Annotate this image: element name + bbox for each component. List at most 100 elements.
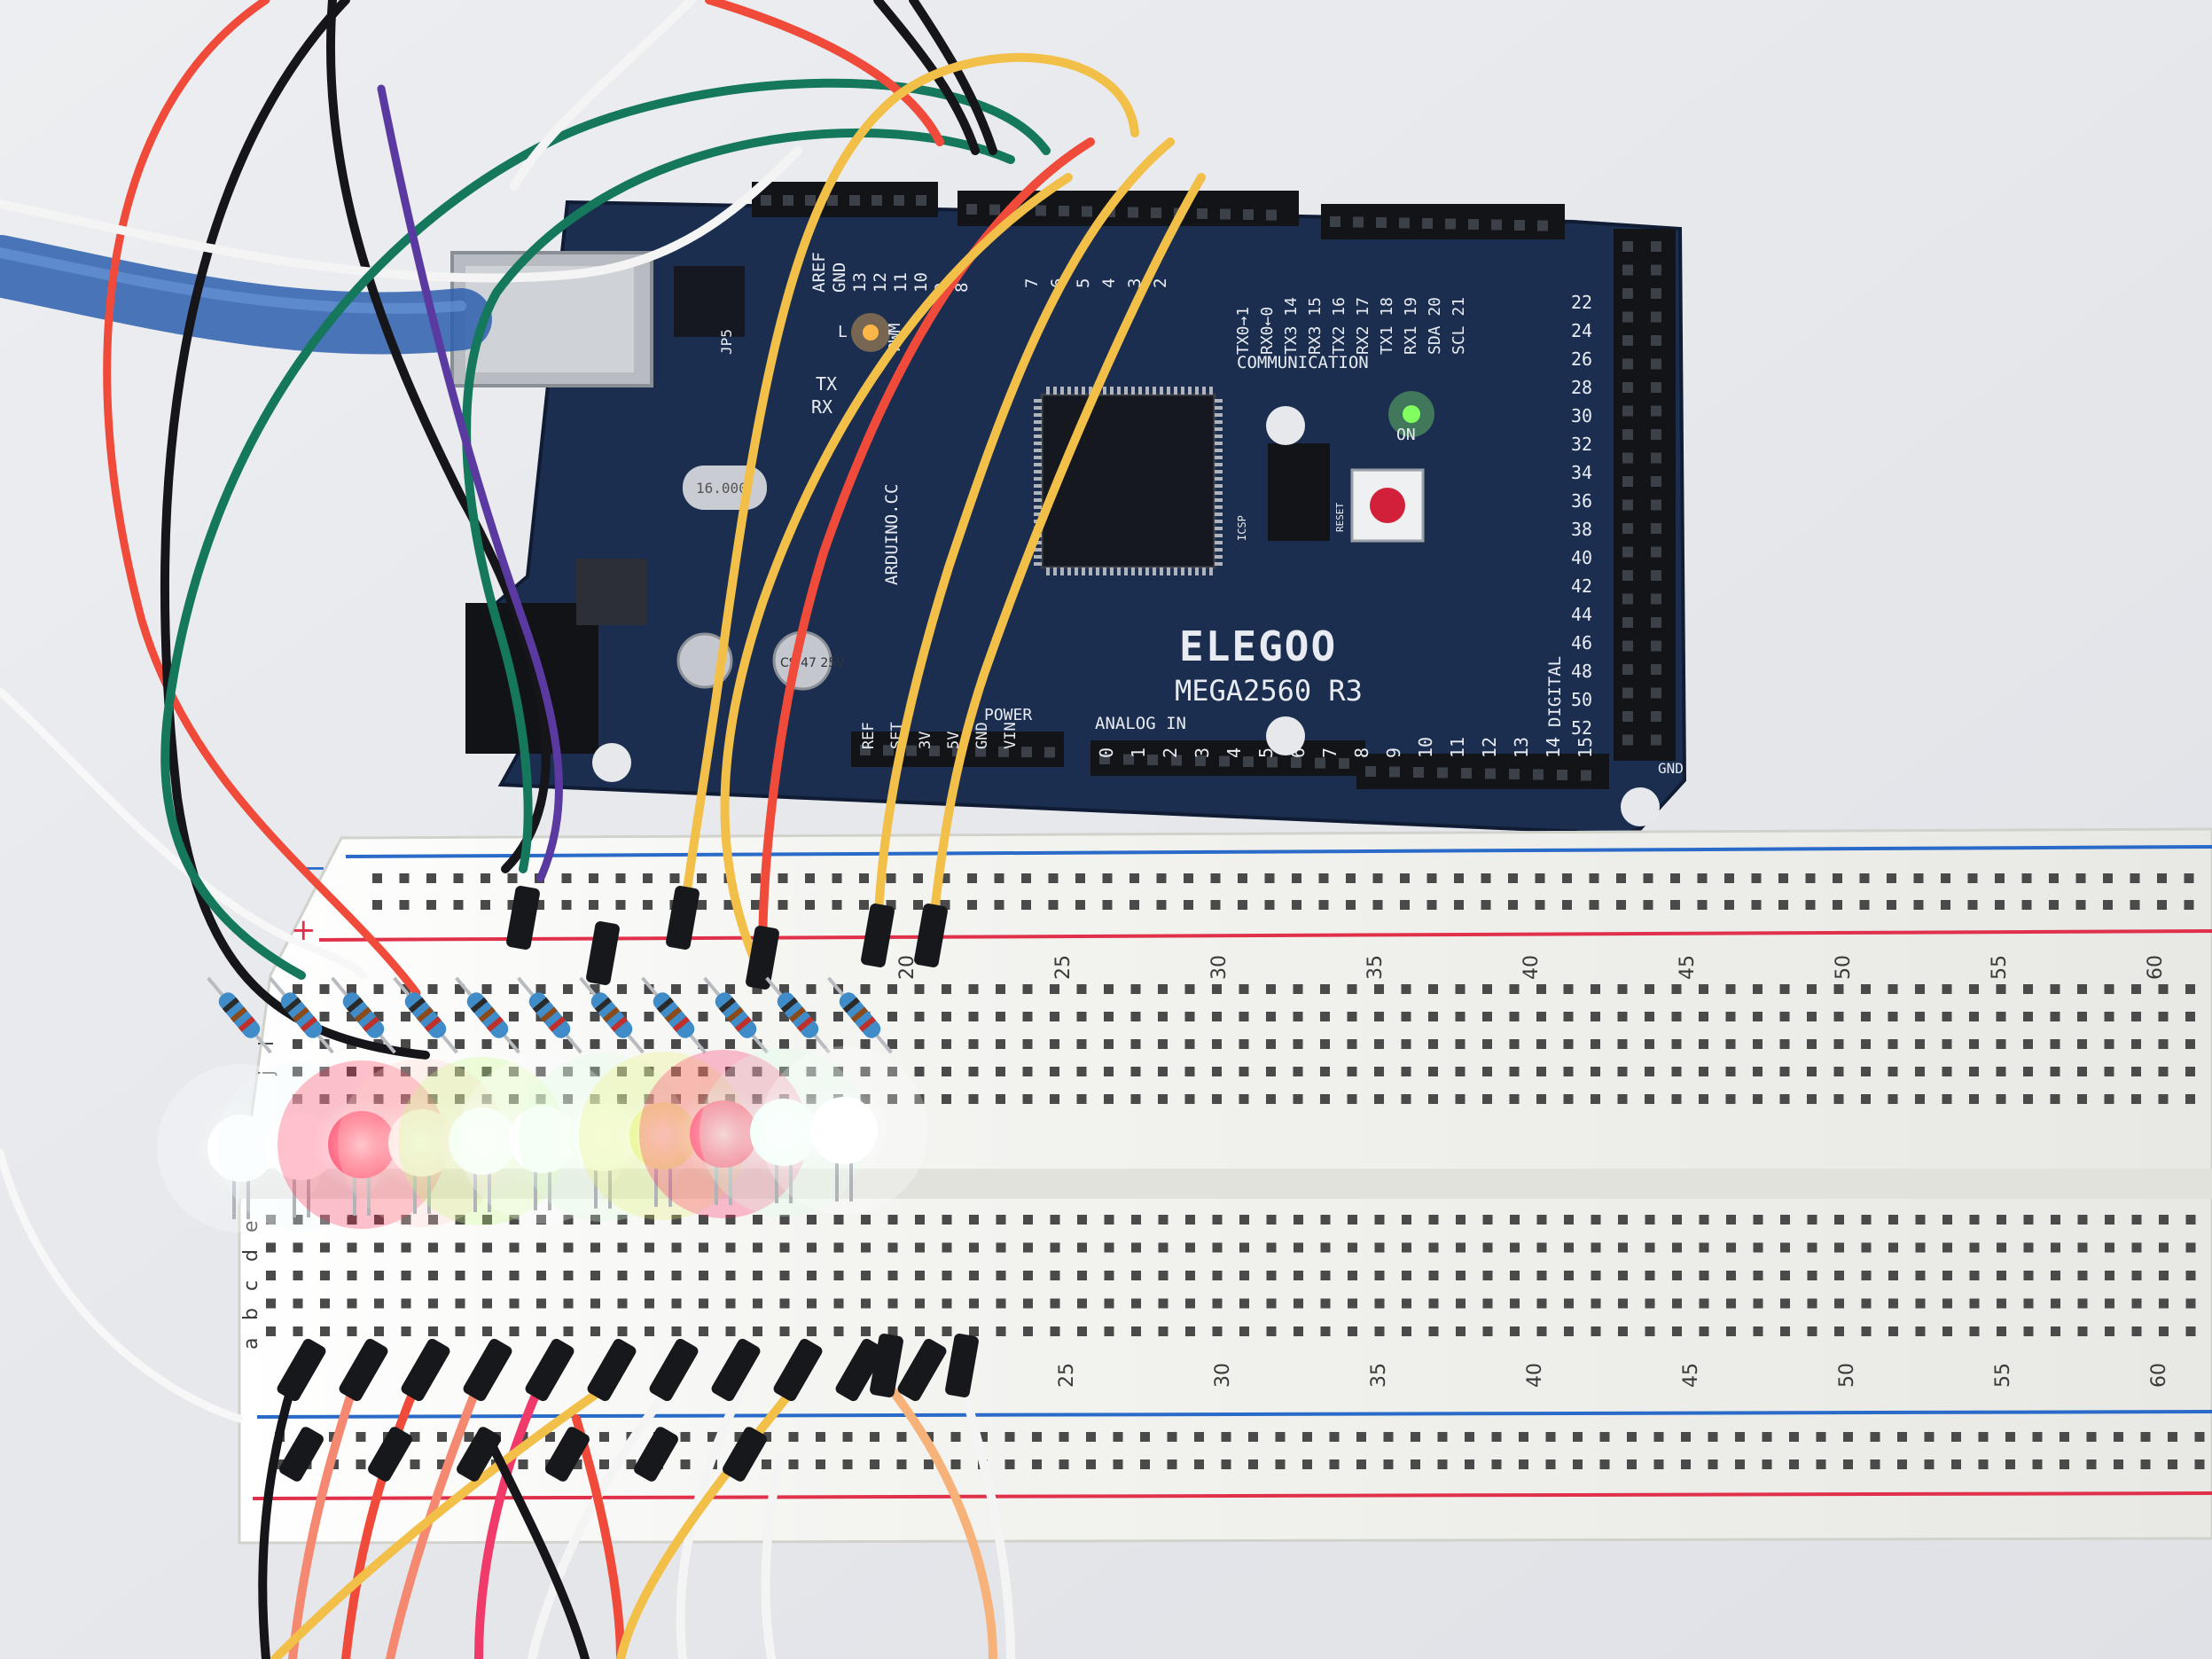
breadboard-hole [753,1271,762,1280]
resistor-band [858,1016,876,1032]
breadboard-hole [1807,984,1817,994]
breadboard-hole [698,1039,708,1049]
header-pin-hole [1651,241,1661,252]
breadboard-hole [1978,1459,1989,1469]
breadboard-hole [942,1067,951,1076]
breadboard-hole [2158,1012,2169,1021]
breadboard-hole [1699,1039,1708,1049]
breadboard-hole [1239,1242,1249,1253]
breadboard-hole [1779,1094,1790,1104]
breadboard-hole [1491,1432,1502,1442]
wire-bottom-black-2 [483,1432,590,1659]
breadboard-hole [1591,984,1600,994]
comm-pin-label: SCL 21 [1450,297,1468,355]
breadboard-hole [1697,900,1708,910]
breadboard-hole [1292,873,1301,883]
breadboard-hole [2131,1094,2141,1104]
breadboard-hole [1807,1326,1817,1336]
breadboard-hole [1158,1094,1168,1104]
breadboard-hole [1130,1094,1141,1104]
header-pin-hole [1195,755,1206,766]
mcu-pin [1117,567,1121,575]
breadboard-hole [1591,1326,1601,1336]
header-pin-label: GND [830,262,849,293]
breadboard-hole [751,900,761,910]
breadboard-hole [913,873,923,883]
jumper-plug [463,1338,512,1402]
breadboard-hole [545,1432,555,1442]
header-pin-hole [1581,770,1591,781]
mcu-pin [1034,470,1042,473]
header-pin-hole [1509,769,1520,779]
breadboard-hole [669,873,680,883]
breadboard-hole [1266,984,1276,994]
breadboard-hole [509,1242,520,1253]
analog-pin-label: 14 [1543,737,1564,758]
breadboard-hole [1348,1298,1357,1309]
mcu-pin [1124,567,1128,575]
breadboard-hole [1545,1459,1556,1469]
breadboard-hole [644,1012,654,1021]
breadboard-hole [293,1039,302,1049]
column-number: 35 [1368,1363,1390,1388]
mount-hole [1621,787,1660,826]
breadboard-hole [374,1242,384,1253]
breadboard-hole [293,1067,302,1076]
breadboard-hole [1050,1242,1060,1253]
header-pin-hole [783,195,793,206]
breadboard-hole [2060,1459,2069,1469]
header-pin-hole [1220,208,1231,220]
breadboard-hole [1870,1432,1880,1442]
mcu-pin [1174,387,1177,395]
breadboard-hole [1510,1215,1520,1225]
mcu-pin [1215,498,1223,502]
breadboard-hole [320,1215,330,1225]
breadboard-hole [1050,1012,1059,1021]
breadboard-hole [2131,1242,2142,1253]
breadboard-hole [2023,1326,2034,1336]
mcu-pin [1053,567,1057,575]
breadboard-hole [1239,1067,1249,1076]
jumper-plug [914,904,948,967]
breadboard-hole [887,1326,898,1336]
wire-bottom-pink-1 [474,1379,545,1659]
breadboard-hole [1293,1039,1303,1049]
breadboard-hole [1320,1326,1331,1336]
breadboard-hole [2023,1039,2033,1049]
breadboard-hole [2023,1012,2033,1021]
mcu-pin [1034,484,1042,488]
breadboard-hole [453,873,464,883]
breadboard-hole [1426,900,1437,910]
reset-button[interactable] [1370,488,1405,523]
resistor-band [354,1006,371,1022]
breadboard-hole [1104,1012,1114,1021]
breadboard-hole [887,1242,898,1253]
breadboard-hole [1212,1298,1223,1309]
mcu-pin [1215,527,1223,530]
breadboard-hole [861,1271,871,1280]
breadboard-hole [967,873,977,883]
breadboard-hole [1510,1242,1520,1253]
breadboard-hole [833,1298,844,1309]
crystal-label: 16.000 [696,480,747,497]
reset-label: RESET [1334,503,1346,532]
breadboard-hole [1573,1459,1583,1469]
header-pin-hole [906,745,917,756]
digital-pin-label: 38 [1571,519,1592,540]
breadboard-hole [293,1326,303,1336]
breadboard-hole [779,1012,789,1021]
breadboard-hole [1347,1012,1357,1021]
resistor-band [346,997,363,1013]
breadboard-hole [1942,1271,1952,1280]
breadboard-hole [969,1326,979,1336]
column-number: 30 [1208,955,1231,980]
breadboard-hole [2051,1271,2060,1280]
icsp-header [1268,443,1330,541]
breadboard-hole [1616,873,1626,883]
wire-yellow-pin7 [720,173,1073,962]
breadboard-hole [833,1242,844,1253]
mcu-pin [1034,420,1042,424]
resistor [455,976,520,1054]
breadboard-hole [1184,984,1195,994]
column-number: 60 [2145,955,2167,980]
